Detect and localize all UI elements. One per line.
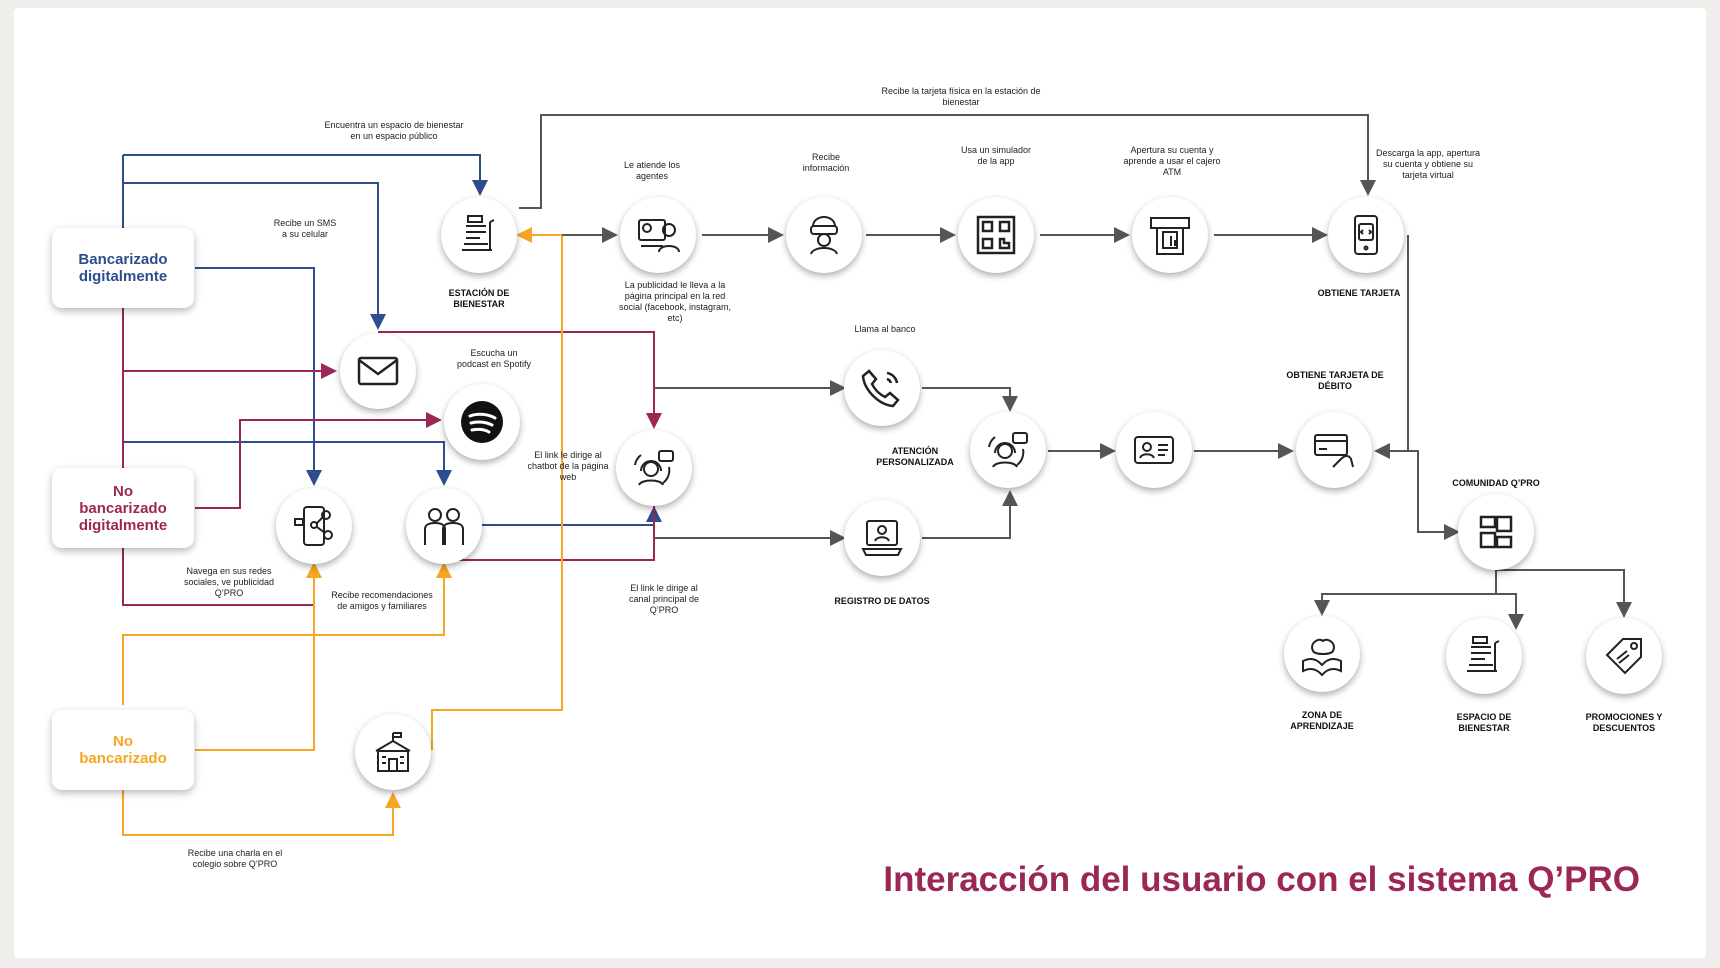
label-descarga: Descarga la app, apertura su cuenta y ob…	[1375, 148, 1481, 180]
node-idcard	[1116, 412, 1192, 488]
line-crimson-chatbot	[378, 331, 662, 429]
label-redes: Navega en sus redes sociales, ve publici…	[183, 566, 275, 598]
node-amigos	[406, 488, 482, 564]
line-blue-sms	[123, 182, 386, 330]
line-gray-deb2com	[1378, 450, 1460, 540]
node-simulador	[958, 197, 1034, 273]
line-crimson-spotify	[195, 412, 442, 509]
caption-obtiene-tarjeta: OBTIENE TARJETA	[1317, 288, 1401, 298]
line-gray-com-esp	[1496, 593, 1524, 630]
node-registro	[844, 500, 920, 576]
label-publicidad: La publicidad le lleva a la página princ…	[618, 280, 732, 323]
node-espacio	[1446, 618, 1522, 694]
laptop-user-icon	[861, 520, 903, 556]
line-gray-com-promo	[1496, 569, 1632, 618]
caption-espacio: ESPACIO DE BIENESTAR	[1456, 712, 1512, 733]
sale-tag-icon	[1605, 638, 1642, 675]
label-chatbot: El link le dirige al chatbot de la págin…	[527, 450, 609, 482]
social-phone-icon	[294, 506, 333, 546]
support-icon	[988, 432, 1028, 468]
node-zona	[1284, 616, 1360, 692]
phone-call-icon	[861, 369, 900, 408]
robot-icon	[810, 216, 838, 255]
kiosk-icon	[1467, 636, 1500, 672]
caption-debito: OBTIENE TARJETA DE DÉBITO	[1286, 370, 1384, 391]
hands-icon	[1479, 515, 1513, 549]
line-orange-trunk	[122, 562, 452, 705]
caption-promos: PROMOCIONES Y DESCUENTOS	[1585, 712, 1663, 733]
line-gray-com-split	[1314, 570, 1497, 616]
caption-registro: REGISTRO DE DATOS	[834, 596, 930, 606]
line-blue-chatbot	[482, 506, 662, 526]
caption-atencion: ATENCIÓN PERSONALIZADA	[876, 446, 954, 467]
node-chatbot	[616, 430, 692, 506]
segment-no-bancarizado: No bancarizado	[52, 710, 194, 790]
phone-app-icon	[1354, 215, 1378, 255]
caption-estacion: ESTACIÓN DE BIENESTAR	[448, 288, 510, 309]
kiosk-icon	[462, 215, 495, 251]
line-orange-estacion	[431, 227, 563, 750]
line-gray-tarjeta	[519, 114, 1376, 209]
node-sms	[340, 333, 416, 409]
node-debito	[1296, 412, 1372, 488]
node-agentes	[620, 197, 696, 273]
node-promos	[1586, 618, 1662, 694]
agent-icon	[638, 219, 680, 253]
node-colegio	[355, 714, 431, 790]
node-app	[1328, 197, 1404, 273]
line-blue-estacion	[123, 154, 488, 196]
friends-icon	[424, 508, 464, 545]
line-orange-colegio	[122, 790, 401, 836]
diagram-card	[14, 8, 1706, 958]
label-tarjeta-fisica: Recibe la tarjeta física en la estación …	[881, 86, 1041, 107]
label-recomendaciones: Recibe recomendaciones de amigos y famil…	[331, 590, 433, 611]
label-sms: Recibe un SMS a su celular	[273, 218, 337, 239]
node-estacion	[441, 197, 517, 273]
qr-icon	[976, 215, 1016, 255]
atm-icon	[1150, 217, 1190, 255]
segment-no-bancarizado-digital: No bancarizado digitalmente	[52, 468, 194, 548]
line-crimson-trunk	[122, 268, 314, 606]
id-card-icon	[1134, 436, 1174, 464]
label-charla: Recibe una charla en el colegio sobre Q’…	[187, 848, 283, 869]
line-gray-r2a	[922, 490, 1018, 539]
label-llama: Llama al banco	[854, 324, 916, 334]
line-gray-l2a	[922, 387, 1018, 412]
label-agentes: Le atiende los agentes	[623, 160, 681, 181]
label-podcast: Escucha un podcast en Spotify	[456, 348, 532, 369]
envelope-icon	[357, 356, 399, 386]
segment-bancarizado: Bancarizado digitalmente	[52, 228, 194, 308]
node-spotify	[444, 384, 520, 460]
label-canal: El link le dirige al canal principal de …	[628, 583, 700, 615]
node-atm	[1132, 197, 1208, 273]
caption-zona: ZONA DE APRENDIZAJE	[1290, 710, 1354, 731]
brain-book-icon	[1302, 638, 1342, 677]
school-icon	[375, 732, 411, 772]
line-crimson-amigos	[444, 505, 655, 561]
node-llamada	[844, 350, 920, 426]
line-blue-redes	[195, 267, 322, 486]
label-recibe-info: Recibe información	[802, 152, 850, 173]
page-title: Interacción del usuario con el sistema Q…	[883, 860, 1640, 899]
node-atencion	[970, 412, 1046, 488]
node-redes	[276, 488, 352, 564]
node-comunidad	[1458, 494, 1534, 570]
card-hand-icon	[1314, 434, 1354, 468]
label-espacio-publico: Encuentra un espacio de bienestar en un …	[324, 120, 464, 141]
spotify-icon	[461, 401, 503, 443]
caption-comunidad: COMUNIDAD Q’PRO	[1452, 478, 1540, 488]
label-apertura: Apertura su cuenta y aprende a usar el c…	[1123, 145, 1221, 177]
support-icon	[634, 450, 674, 486]
line-blue-amigos	[123, 441, 452, 486]
node-informacion	[786, 197, 862, 273]
line-orange-redes	[195, 562, 322, 751]
label-simulador: Usa un simulador de la app	[960, 145, 1032, 166]
